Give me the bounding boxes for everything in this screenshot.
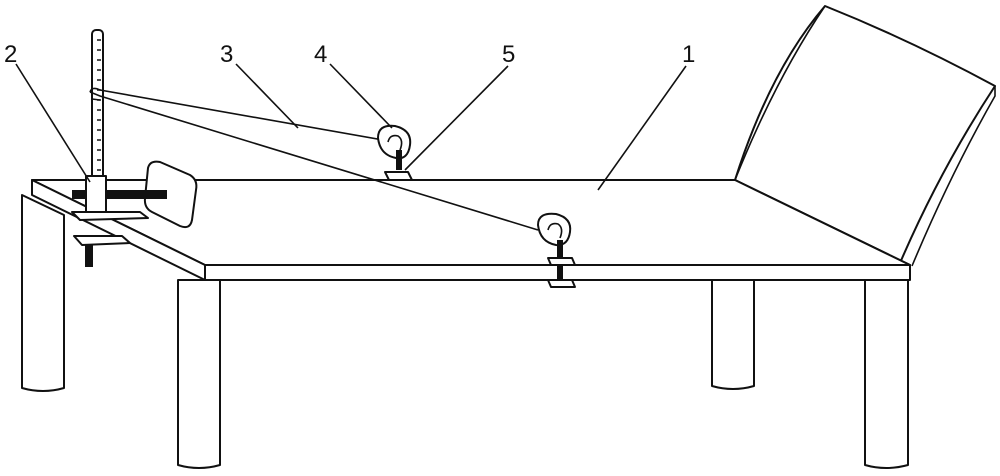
label-4: 4 [314,41,327,68]
graduated-pole [91,29,104,196]
pad [143,160,198,229]
lower-hook-clamp [537,212,576,288]
label-5: 5 [502,41,515,68]
backrest [734,5,996,267]
leader-lines [15,63,687,191]
clamp-assembly [71,175,167,267]
back-left-leg [21,194,65,392]
label-2: 2 [4,41,17,68]
front-right-leg [864,279,909,469]
rope [89,87,539,231]
back-right-leg [711,279,755,390]
label-3: 3 [220,41,233,68]
front-left-leg [177,279,221,469]
upper-hook-clamp [377,124,413,181]
label-1: 1 [682,41,695,68]
